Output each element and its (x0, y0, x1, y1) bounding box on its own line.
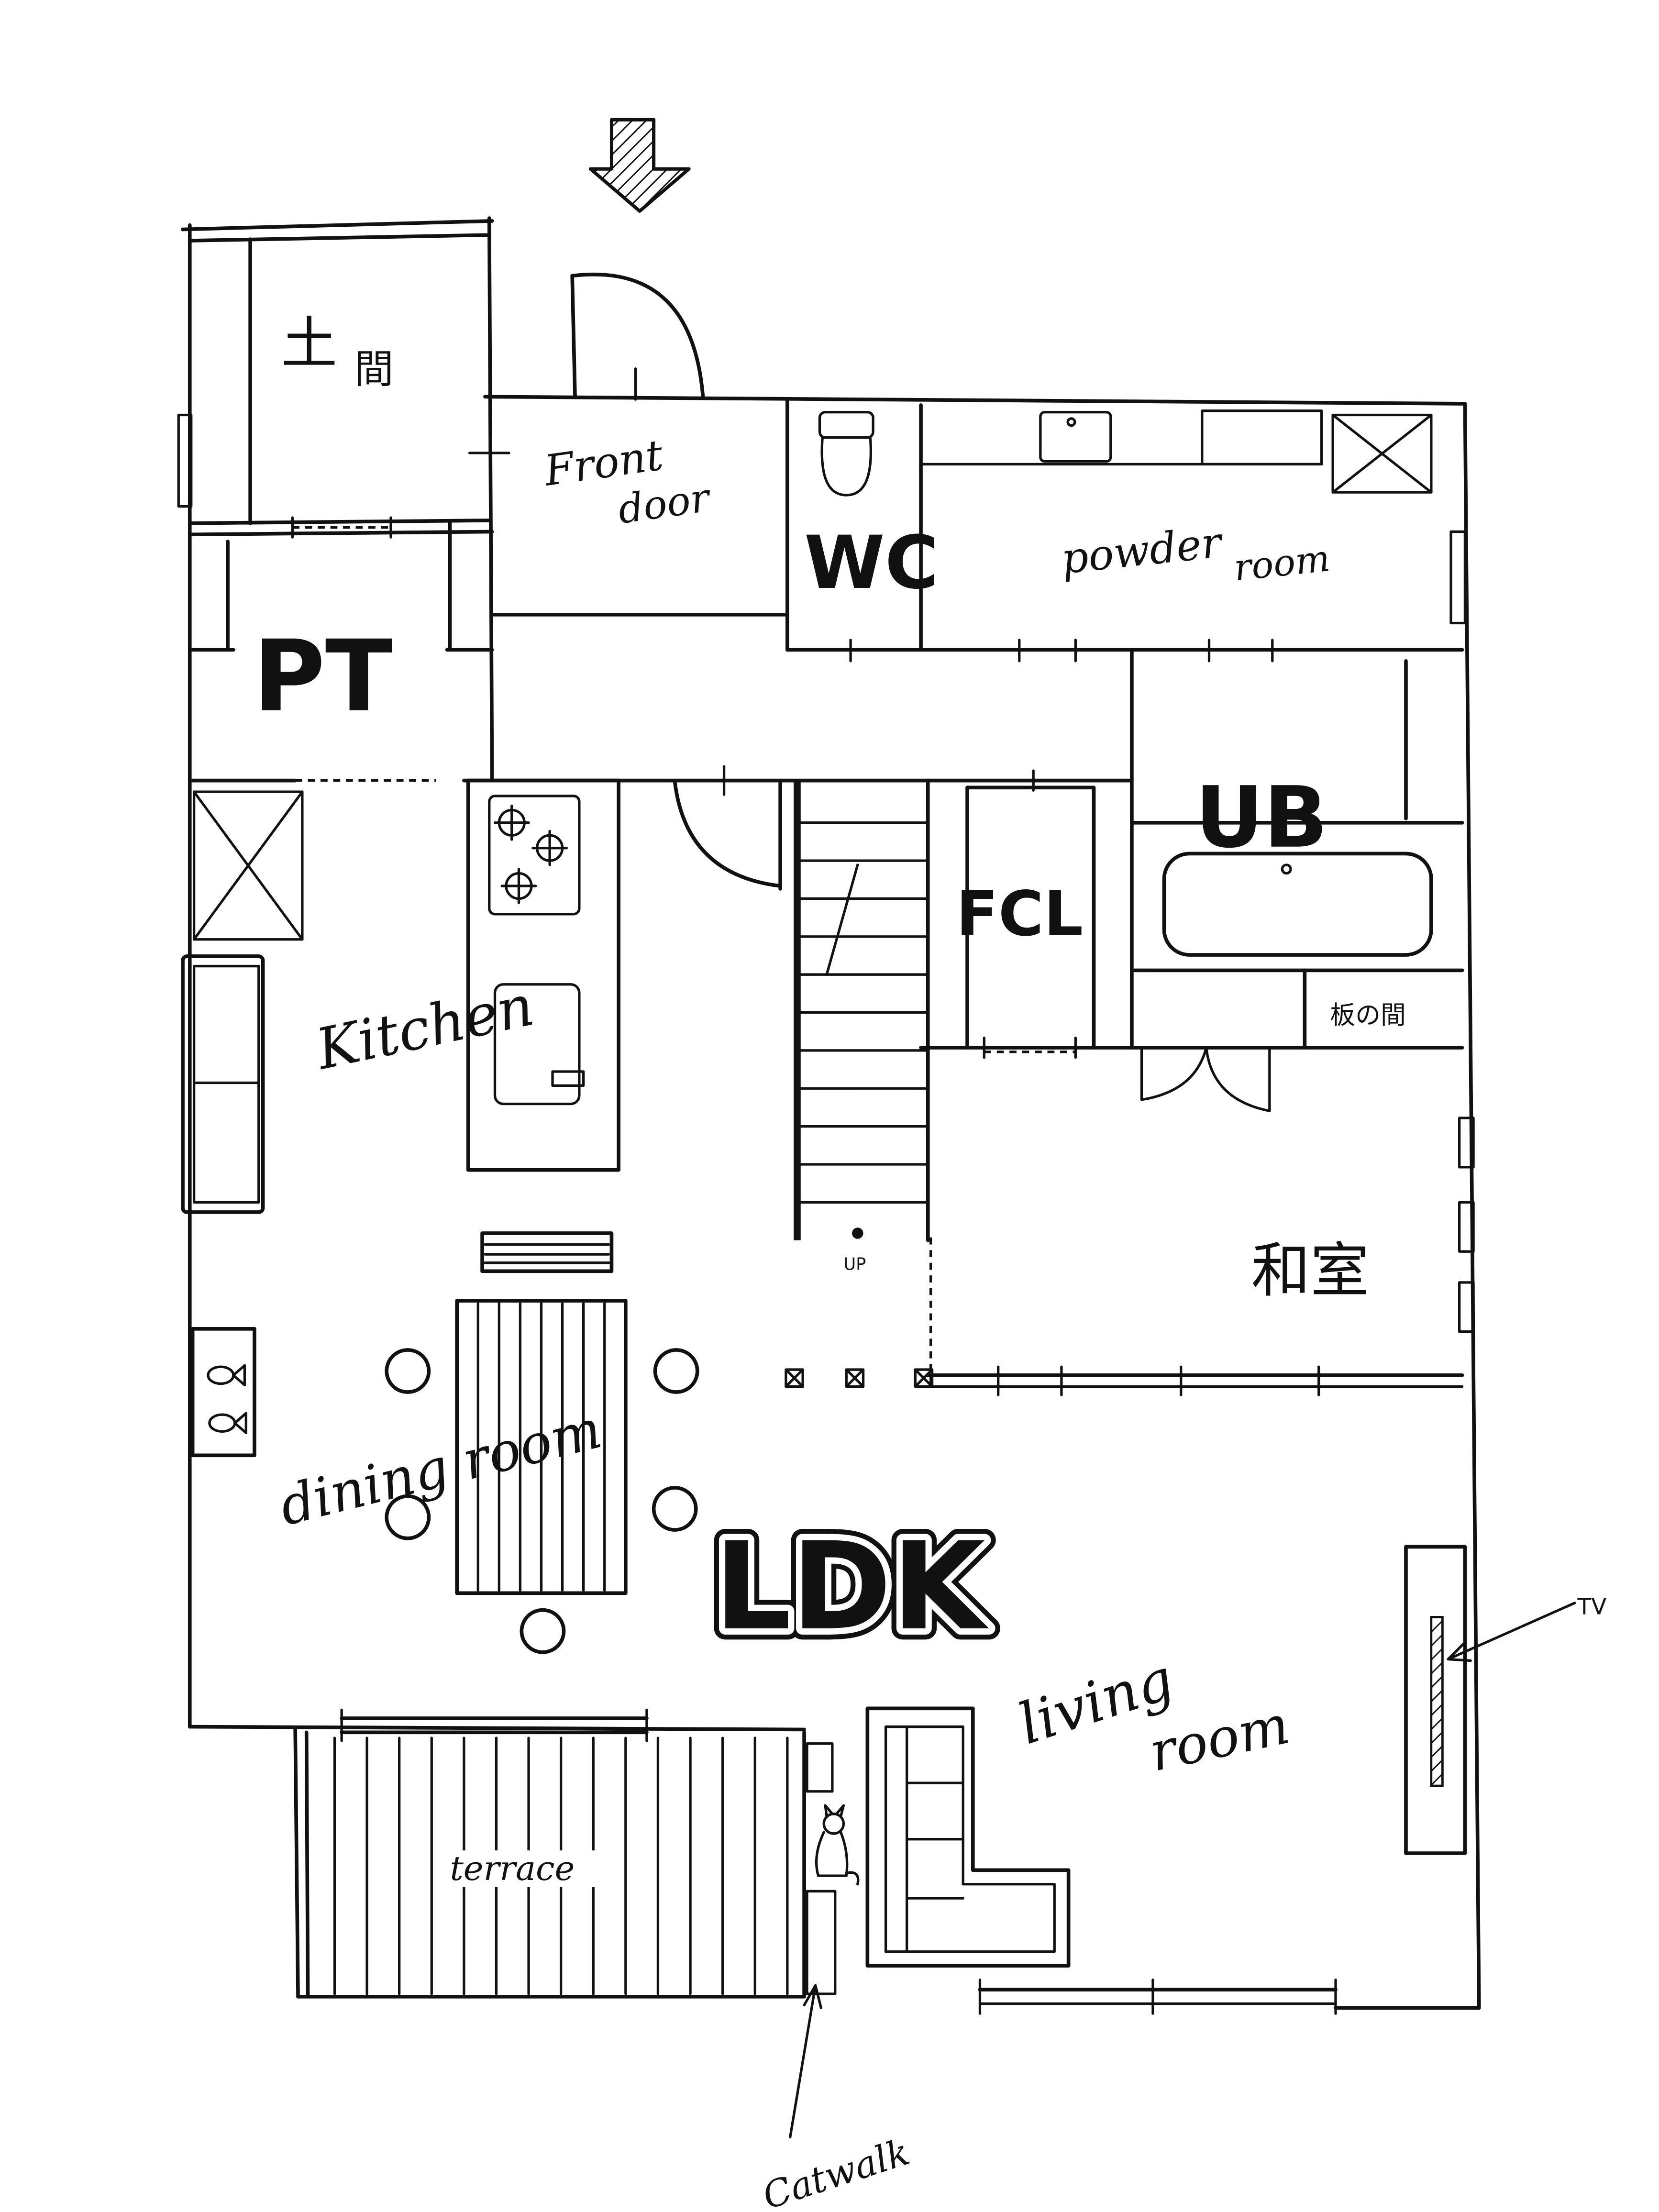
living-window (978, 1978, 1481, 2015)
powder-counter-box (1201, 409, 1323, 465)
sofa-icon (865, 1706, 1071, 1968)
post-2 (845, 1368, 865, 1388)
itanoma-label: 板の間 (1330, 1001, 1406, 1030)
entrance-door-swing (570, 272, 705, 401)
toilet-icon (818, 410, 874, 497)
ub-label: UB (1195, 768, 1328, 867)
cat-shelf-1 (806, 1742, 834, 1793)
tv-label: TV (1577, 1593, 1607, 1620)
pt-room: PT (188, 516, 494, 783)
tv-pointer-arrow (1447, 1602, 1576, 1662)
post-1 (785, 1368, 804, 1388)
doma-room: 土 間 (188, 237, 510, 525)
chair-icon (385, 1494, 431, 1540)
stair-direction-line (825, 863, 859, 976)
washitsu-room: 和室 (919, 1036, 1475, 1396)
stairs-up-label: UP (843, 1254, 866, 1274)
wc-room: WC (785, 399, 939, 652)
doma-label: 土 (281, 311, 338, 376)
stair-start-dot (852, 1228, 863, 1239)
window-washitsu-1 (1458, 1117, 1475, 1169)
hall-door-swing (673, 765, 782, 891)
kitchen-counter (466, 778, 620, 1172)
fish-icon (207, 1364, 246, 1387)
post-3 (914, 1368, 934, 1388)
stair-treads (796, 821, 929, 1204)
storage-x-box (192, 790, 304, 941)
bench (480, 1231, 614, 1273)
ldk-label: LDK (714, 1516, 989, 1657)
pt-label: PT (253, 619, 392, 734)
catwalk-pointer-arrow (789, 1984, 823, 2139)
window-washitsu-2 (1458, 1201, 1475, 1253)
doma-label-2: 間 (354, 347, 394, 392)
wc-label: WC (804, 520, 939, 606)
window-powder (1449, 530, 1467, 625)
exterior-walls (177, 216, 1481, 2010)
chair-icon (653, 1348, 699, 1394)
powder-room: powder room (785, 409, 1467, 663)
kitchen-sink-icon (493, 983, 585, 1106)
washing-machine-icon (1331, 413, 1433, 494)
terrace-label-bg (444, 1850, 602, 1887)
fish-cabinet (190, 1327, 256, 1458)
tv-icon (1430, 1615, 1444, 1787)
ldk-label-outline: LDK (714, 1516, 989, 1657)
fcl-label: FCL (956, 878, 1084, 950)
cat-icon (815, 1804, 860, 1886)
washitsu-label: 和室 (1251, 1236, 1370, 1305)
table-icon (455, 1299, 628, 1595)
bathtub-icon (1162, 852, 1433, 957)
fish-icon (208, 1412, 247, 1434)
kitchen-cupboard (181, 954, 265, 1214)
double-door-swing (1140, 1046, 1271, 1112)
powder-room-label-2: room (1232, 537, 1332, 590)
stove-icon (488, 795, 581, 916)
window-doma (177, 413, 193, 508)
ldk-label-group: LDK LDK LDK (703, 1504, 1000, 1668)
cat-shelf-2 (806, 1890, 837, 1995)
terrace: terrace (293, 1708, 806, 1999)
down-arrow-icon (588, 118, 691, 213)
terrace-label: terrace (450, 1849, 575, 1888)
sink-icon (1039, 410, 1112, 463)
tv-stand (1404, 1545, 1467, 1855)
ub-bathroom: UB 板の間 (1130, 659, 1464, 1050)
window-washitsu-3 (1458, 1281, 1475, 1333)
ldk-label-halo: LDK (714, 1516, 989, 1657)
posts (785, 1368, 934, 1388)
fcl-closet: FCL (956, 769, 1096, 1050)
chair-icon (652, 1486, 698, 1532)
chair-icon (520, 1608, 566, 1654)
chair-icon (385, 1348, 431, 1394)
